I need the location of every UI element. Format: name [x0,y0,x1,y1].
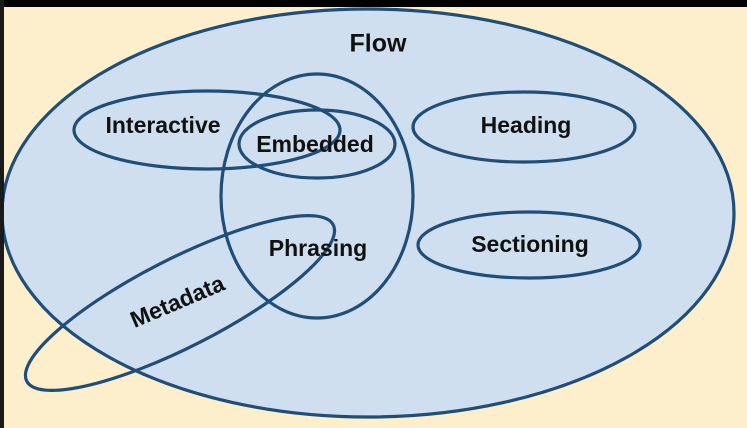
set-ellipse-interactive[interactable] [72,89,342,171]
set-label-flow: Flow [350,30,407,58]
left-frame-rule [0,0,4,428]
set-ellipse-sectioning[interactable] [416,210,642,280]
top-frame-band [0,0,747,7]
set-ellipse-heading[interactable] [411,90,637,164]
set-ellipse-embedded[interactable] [237,108,397,180]
set-label-sectioning: Sectioning [471,231,589,257]
set-label-embedded: Embedded [256,131,374,157]
set-ellipse-phrasing[interactable] [219,72,415,320]
set-ellipse-metadata[interactable] [7,186,353,421]
set-label-phrasing: Phrasing [269,235,367,261]
set-ellipse-flow[interactable] [0,7,736,419]
set-label-heading: Heading [481,112,572,138]
set-label-interactive: Interactive [105,112,220,138]
